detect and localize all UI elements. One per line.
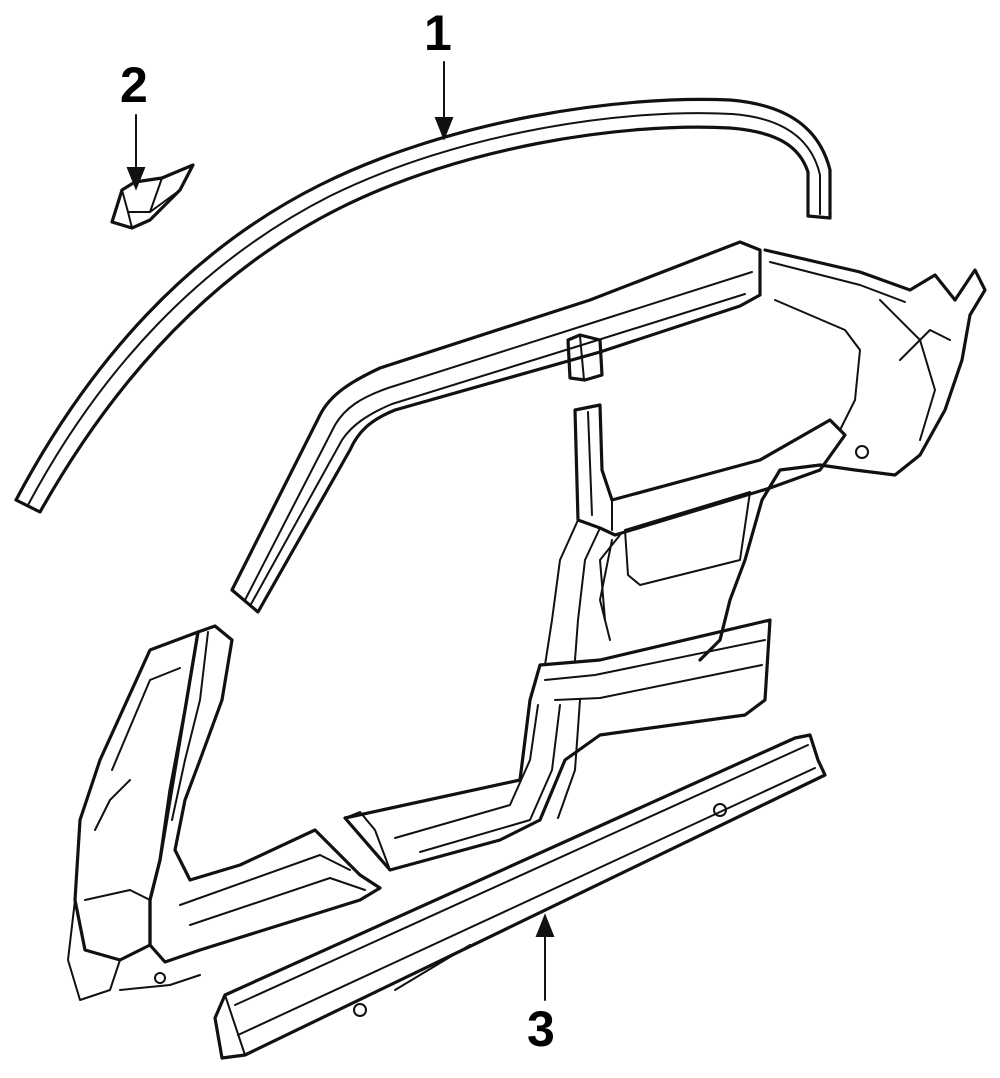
rocker-molding-part-3[interactable] xyxy=(213,733,827,1060)
leader-arrow-2 xyxy=(126,114,146,191)
body-side-frame xyxy=(67,240,987,1001)
callout-number-1: 1 xyxy=(424,5,452,61)
leader-arrow-1 xyxy=(434,61,454,141)
leader-arrow-3 xyxy=(535,913,555,1001)
end-cap-part-2[interactable] xyxy=(110,163,195,230)
callout-number-3: 3 xyxy=(527,1001,555,1057)
callout-number-2: 2 xyxy=(120,57,148,113)
roof-molding-part-1[interactable] xyxy=(14,97,832,514)
